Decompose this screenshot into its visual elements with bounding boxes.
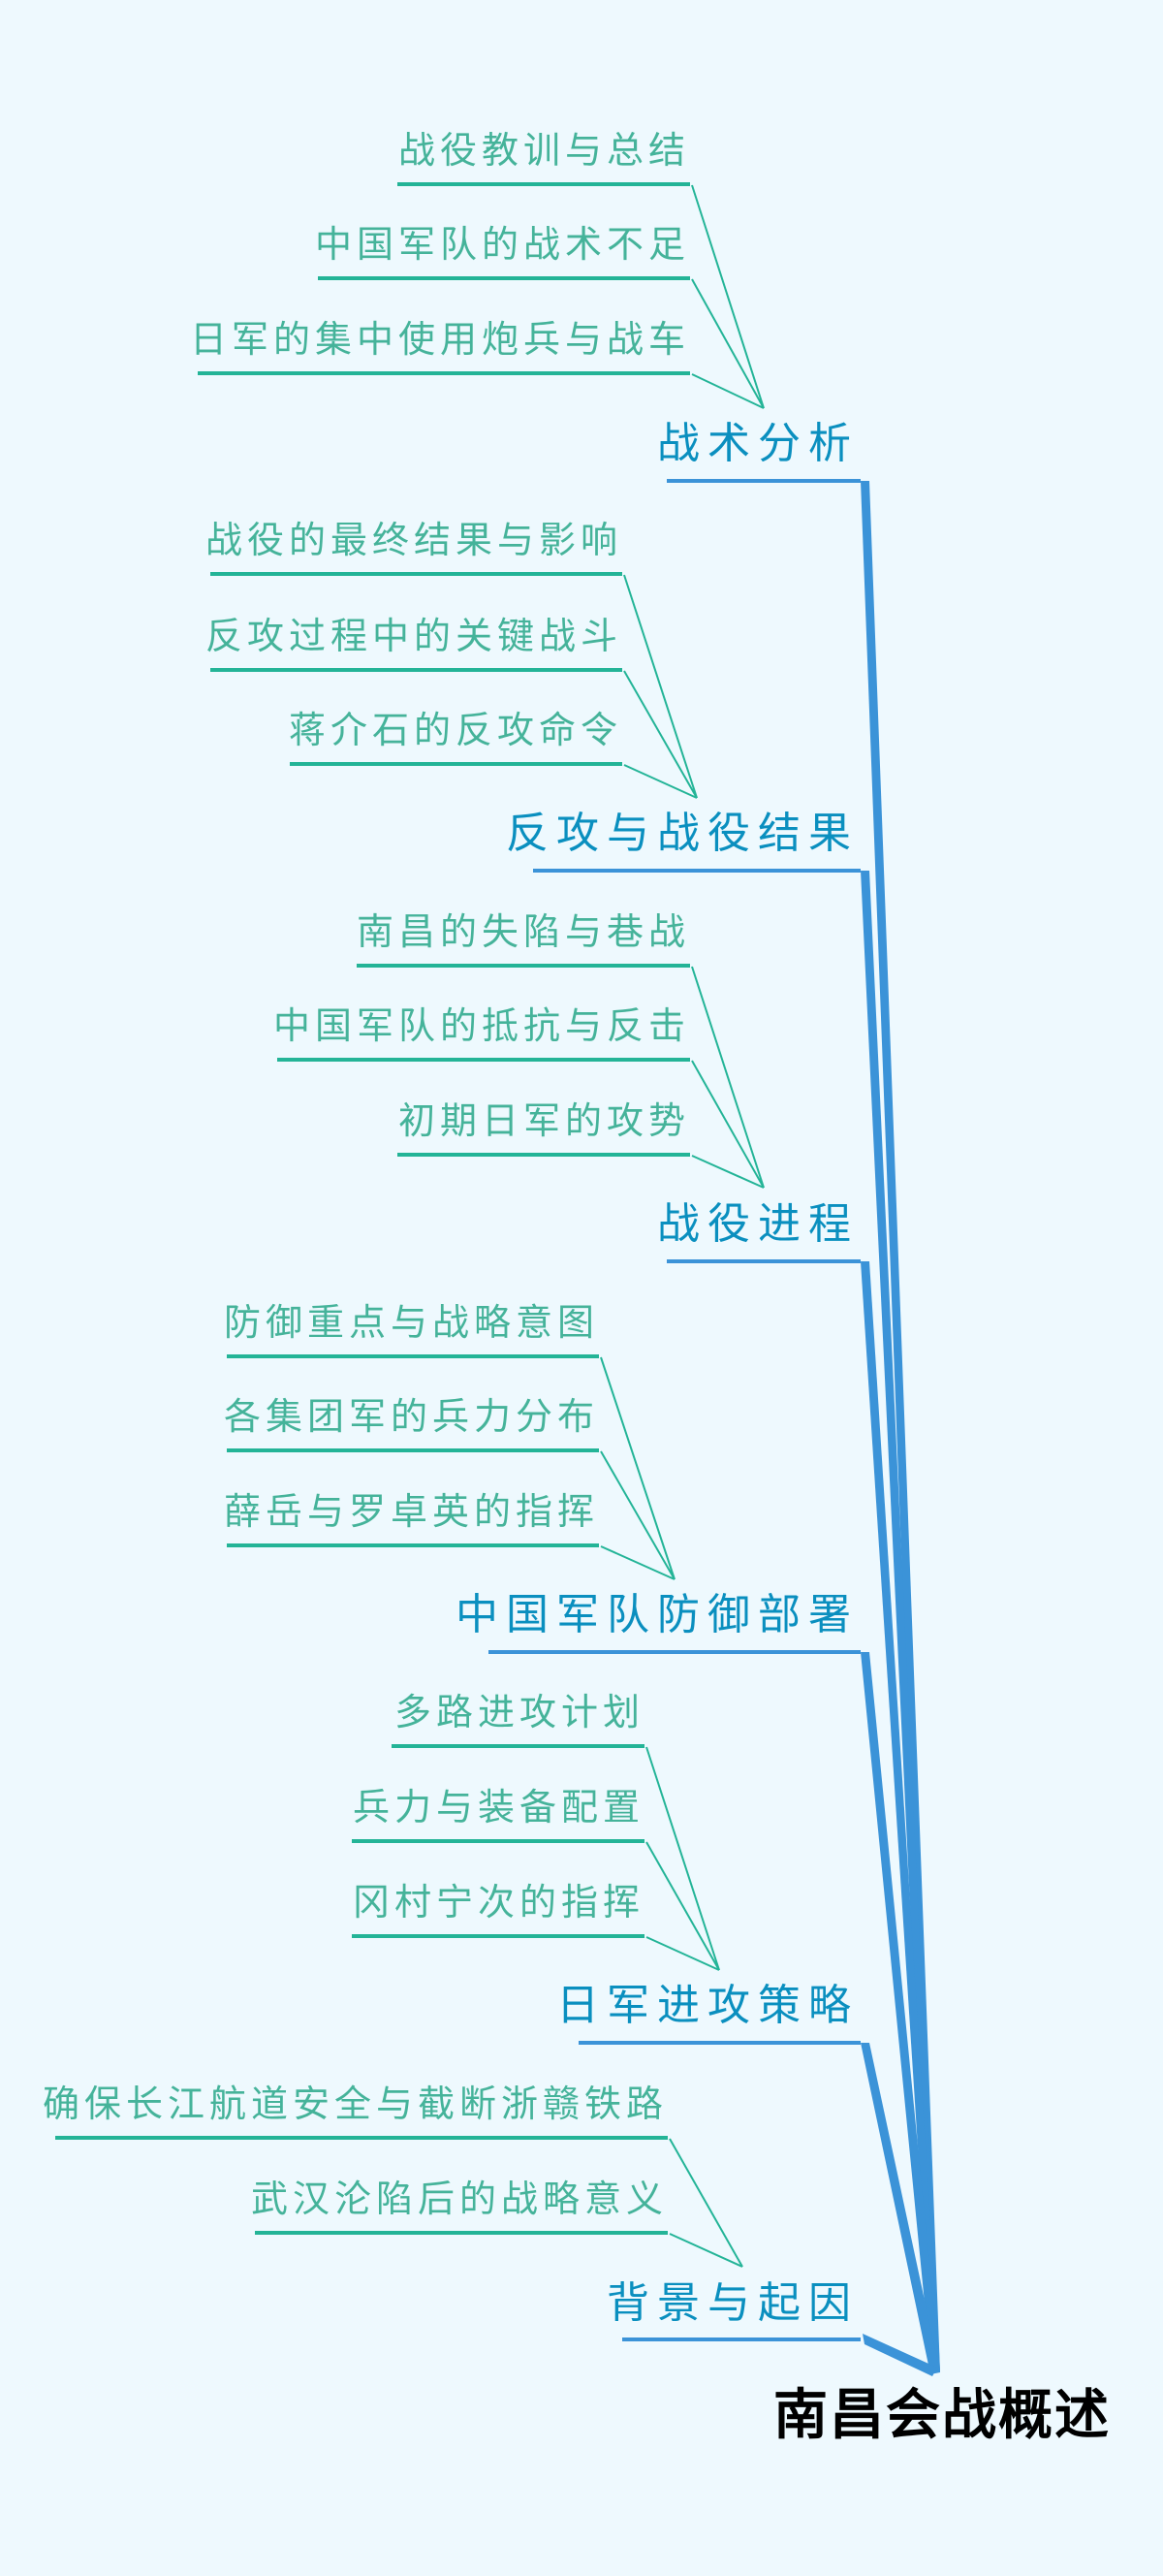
leaf-node[interactable]: 武汉沦陷后的战略意义 <box>250 2178 668 2220</box>
leaf-node[interactable]: 反攻过程中的关键战斗 <box>204 615 622 657</box>
trunk-background <box>863 2334 937 2376</box>
leaf-node[interactable]: 各集团军的兵力分布 <box>223 1395 599 1438</box>
root-node[interactable]: 南昌会战概述 <box>773 2384 1111 2447</box>
leaf-node[interactable]: 日军的集中使用炮兵与战车 <box>189 318 690 361</box>
trunk-tactics <box>861 481 940 2372</box>
topic-node[interactable]: 战役进程 <box>657 1199 859 1249</box>
leaf-node[interactable]: 战役的最终结果与影响 <box>204 519 622 561</box>
trunk-counterattack <box>861 871 940 2372</box>
leaf-connectors <box>600 184 765 2268</box>
trunk-offense <box>861 2043 940 2374</box>
leaf-node[interactable]: 中国军队的抵抗与反击 <box>272 1004 690 1047</box>
trunk-defense <box>861 1652 940 2372</box>
trunk-lines <box>861 481 940 2376</box>
topic-node[interactable]: 战术分析 <box>657 419 859 468</box>
topic-underlines <box>488 479 861 2341</box>
topic-node[interactable]: 中国军队防御部署 <box>456 1590 859 1639</box>
leaf-node[interactable]: 冈村宁次的指挥 <box>352 1881 644 1924</box>
leaf-node[interactable]: 兵力与装备配置 <box>352 1786 644 1829</box>
topic-node[interactable]: 背景与起因 <box>607 2278 859 2328</box>
leaf-node[interactable]: 蒋介石的反攻命令 <box>288 709 622 751</box>
topic-node[interactable]: 日军进攻策略 <box>556 1981 859 2030</box>
leaf-node[interactable]: 战役教训与总结 <box>397 129 690 172</box>
leaf-node[interactable]: 南昌的失陷与巷战 <box>356 910 690 953</box>
trunk-progress <box>861 1261 940 2372</box>
leaf-node[interactable]: 薛岳与罗卓英的指挥 <box>223 1490 599 1533</box>
leaf-underlines <box>55 182 690 2235</box>
leaf-node[interactable]: 初期日军的攻势 <box>397 1099 690 1142</box>
leaf-node[interactable]: 中国军队的战术不足 <box>314 223 690 266</box>
topic-node[interactable]: 反攻与战役结果 <box>506 809 859 858</box>
leaf-node[interactable]: 确保长江航道安全与截断浙赣铁路 <box>42 2083 668 2125</box>
leaf-node[interactable]: 防御重点与战略意图 <box>223 1301 599 1344</box>
leaf-node[interactable]: 多路进攻计划 <box>393 1691 644 1733</box>
